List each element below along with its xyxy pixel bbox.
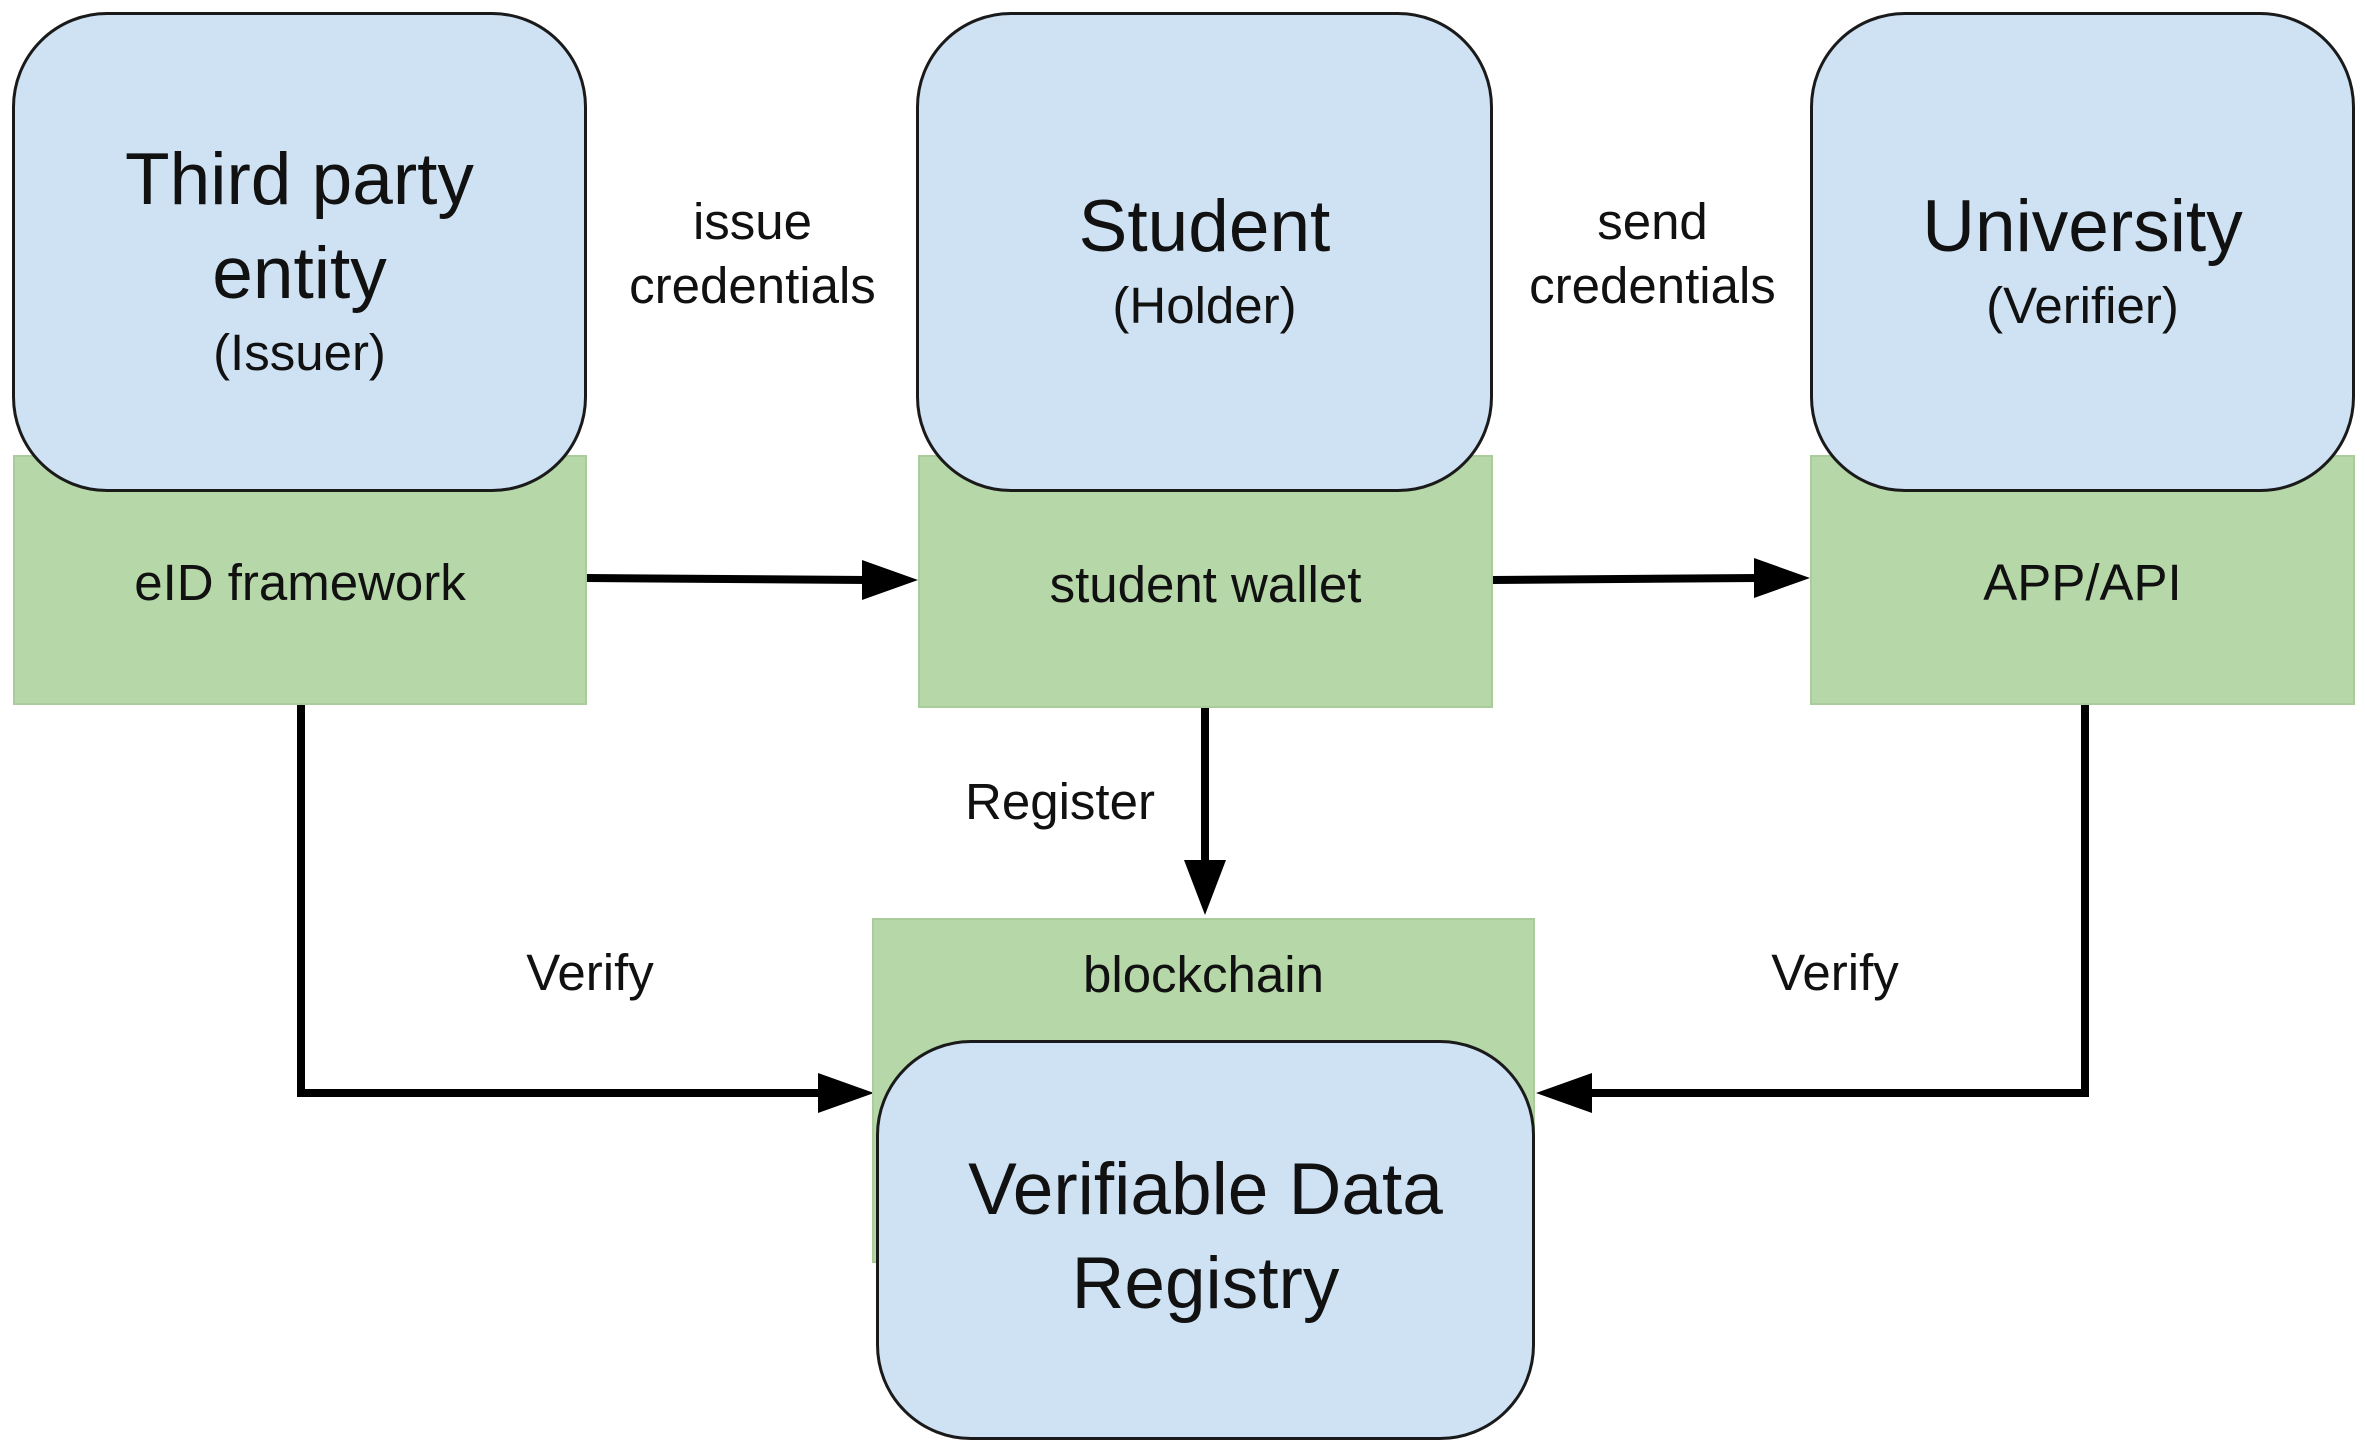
issue-arrow-line bbox=[585, 574, 869, 584]
verify-right-arrowhead bbox=[1536, 1073, 1592, 1113]
eid-framework-label: eID framework bbox=[134, 554, 466, 611]
holder-entity-box: Student (Holder) bbox=[916, 12, 1493, 492]
verify-right-label: Verify bbox=[1771, 944, 1899, 1001]
registry-title-line2: Registry bbox=[1071, 1243, 1340, 1324]
student-wallet-box: student wallet bbox=[918, 455, 1493, 708]
verifier-role: (Verifier) bbox=[1986, 277, 2179, 334]
verify-right-arrow-line bbox=[1588, 705, 2089, 1097]
verify-left-arrowhead bbox=[818, 1073, 874, 1113]
issuer-role: (Issuer) bbox=[213, 324, 386, 381]
send-label-line2: credentials bbox=[1529, 257, 1776, 314]
registry-title-line1: Verifiable Data bbox=[968, 1149, 1443, 1230]
register-arrowhead bbox=[1184, 860, 1226, 915]
issuer-title-line2: entity bbox=[212, 233, 387, 314]
send-credentials-label: send credentials bbox=[1500, 190, 1805, 318]
issue-label-line1: issue bbox=[692, 193, 813, 250]
send-arrowhead bbox=[1754, 558, 1810, 598]
app-api-box: APP/API bbox=[1810, 455, 2355, 705]
issuer-title-line1: Third party bbox=[125, 139, 474, 220]
send-label-line1: send bbox=[1597, 193, 1708, 250]
issue-credentials-label: issue credentials bbox=[600, 190, 905, 318]
issue-label-line2: credentials bbox=[629, 257, 876, 314]
issuer-entity-box: Third party entity (Issuer) bbox=[12, 12, 587, 492]
registry-entity-box: Verifiable Data Registry bbox=[876, 1040, 1535, 1440]
issue-arrowhead bbox=[862, 560, 918, 600]
blockchain-label: blockchain bbox=[1083, 946, 1324, 1003]
verify-left-arrow-line bbox=[297, 705, 822, 1097]
register-label: Register bbox=[965, 773, 1155, 830]
app-api-label: APP/API bbox=[1983, 554, 2182, 611]
holder-role: (Holder) bbox=[1112, 277, 1297, 334]
student-wallet-label: student wallet bbox=[1049, 556, 1362, 613]
verifier-entity-box: University (Verifier) bbox=[1810, 12, 2355, 492]
holder-title: Student bbox=[1078, 186, 1331, 267]
verify-left-label: Verify bbox=[526, 944, 654, 1001]
send-arrow-line bbox=[1492, 574, 1759, 584]
eid-framework-box: eID framework bbox=[13, 455, 587, 705]
verifier-title: University bbox=[1922, 186, 2243, 267]
